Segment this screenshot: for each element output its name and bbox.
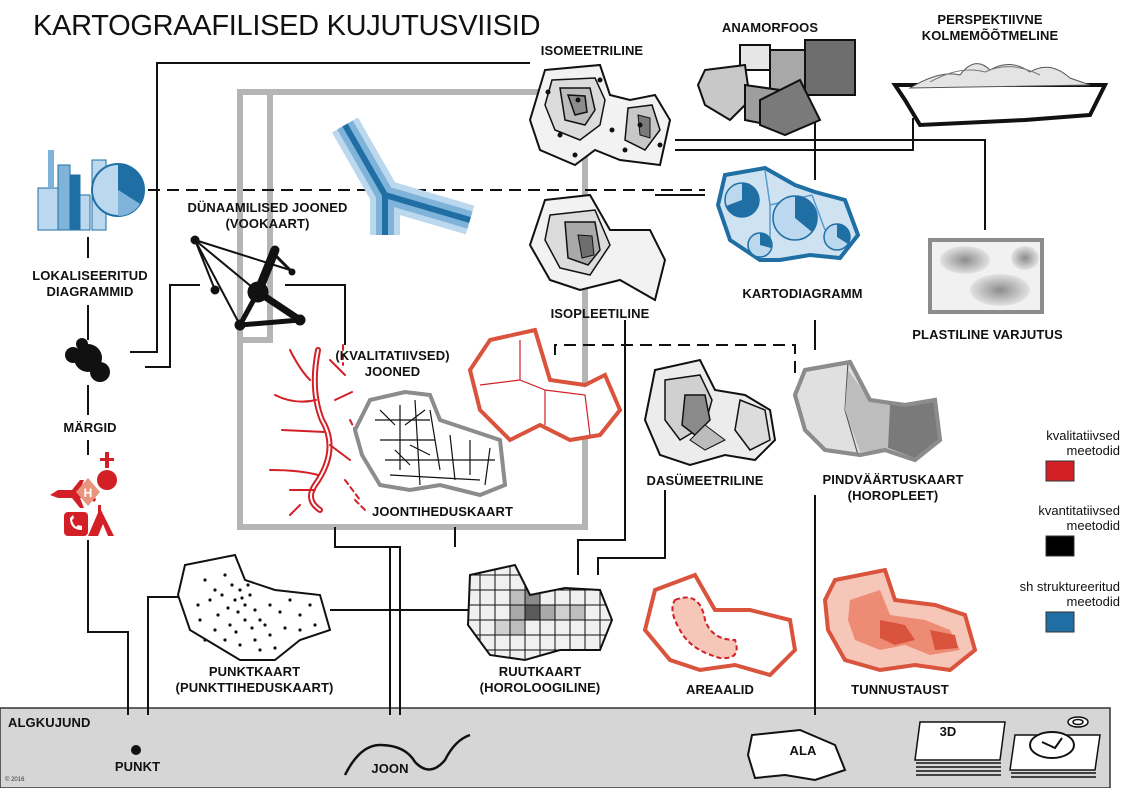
hospital-icon: H: [76, 478, 100, 506]
base-strip-graphics: [131, 716, 1101, 782]
sign-icons: H: [50, 452, 117, 536]
label-tunnustaust: TUNNUSTAUST: [851, 682, 949, 697]
label-anamorfoos: ANAMORFOOS: [721, 20, 819, 35]
connector-lines: [87, 62, 986, 715]
cartodiagram-map: [715, 165, 861, 262]
church-icon: [97, 452, 117, 490]
label-lokaliseeritud: LOKALISEERITUD DIAGRAMMID: [32, 268, 148, 299]
legend-swatch-qualitative: [1045, 460, 1075, 482]
base-item-punkt: PUNKT: [114, 759, 161, 774]
isometric-map: [528, 63, 672, 167]
dasymetric-map: [643, 358, 777, 467]
dynamic-lines-graphic: [190, 235, 306, 331]
campsite-icon: [88, 505, 114, 536]
base-item-ala: ALA: [789, 743, 817, 758]
legend-label-qualitative: kvalitatiivsed meetodid: [1046, 428, 1120, 458]
dashed-lines: [148, 189, 796, 375]
compass-icon: [1009, 716, 1101, 778]
label-pindvaartus: PINDVÄÄRTUSKAART (HOROPLEET): [822, 472, 964, 503]
label-plastiline: PLASTILINE VARJUTUS: [912, 327, 1063, 342]
label-isomeetriline: ISOMEETRILINE: [540, 43, 644, 58]
3d-graphic: [914, 721, 1006, 776]
grid-map: [466, 563, 614, 662]
base-strip-heading: ALGKUJUND: [8, 715, 91, 730]
label-perspektiivne: PERSPEKTIIVNE KOLMEMÕÕTMELINE: [921, 12, 1059, 43]
label-joontiheduskaart: JOONTIHEDUSKAART: [372, 504, 513, 519]
label-ruutkaart: RUUTKAART (HOROLOOGILINE): [479, 664, 601, 695]
label-margid: MÄRGID: [63, 420, 117, 435]
background-feature-map: [822, 567, 978, 673]
dot-points: [196, 573, 317, 652]
telephone-icon: [64, 512, 88, 536]
choropleth-map: [792, 359, 943, 463]
label-kvalitatiivsed-jooned: (KVALITATIIVSED) JOONED: [335, 348, 450, 379]
page-title: KARTOGRAAFILISED KUJUTUSVIISID: [33, 10, 541, 42]
area-graphic: [746, 728, 847, 782]
anamorphosis-graphic: [696, 39, 856, 137]
localized-diagrams-graphic: [37, 150, 145, 231]
flow-map-graphic: [331, 117, 475, 235]
point-graphic: [131, 745, 141, 755]
qualitative-lines-graphic: [269, 344, 366, 516]
airplane-icon: [50, 480, 96, 508]
copyright: © 2016: [5, 777, 25, 783]
legend-label-quantitative: kvantitatiivsed meetodid: [1038, 503, 1120, 533]
signs-circles: [65, 338, 110, 382]
label-areaalid: AREAALID: [686, 682, 754, 697]
label-dunaamilised: DÜNAAMILISED JOONED (VOOKAART): [187, 200, 348, 231]
base-item-joon: JOON: [371, 761, 409, 776]
label-kartodiagramm: KARTODIAGRAMM: [742, 286, 863, 301]
label-isopleetiline: ISOPLEETILINE: [550, 306, 650, 321]
label-dasumeetriline: DASÜMEETRILINE: [646, 473, 764, 488]
dot-density-map: [176, 553, 332, 661]
areal-map: [642, 572, 798, 678]
legend-swatch-quantitative: [1045, 535, 1075, 557]
legend-label-structured: sh struktureeritud meetodid: [1019, 579, 1120, 609]
perspective-3d-graphic: [891, 63, 1109, 128]
svg-text:H: H: [84, 486, 93, 500]
line-density-map: [352, 389, 508, 498]
legend-swatch-structured: [1045, 611, 1075, 633]
plastic-shading-graphic: [928, 238, 1044, 314]
label-punktkaart: PUNKTKAART (PUNKTTIHEDUSKAART): [175, 664, 334, 695]
base-item-3d: 3D: [939, 724, 957, 739]
isopleth-map: [528, 193, 667, 302]
line-graphic: [343, 733, 471, 776]
qualitative-area-map: [467, 327, 623, 443]
